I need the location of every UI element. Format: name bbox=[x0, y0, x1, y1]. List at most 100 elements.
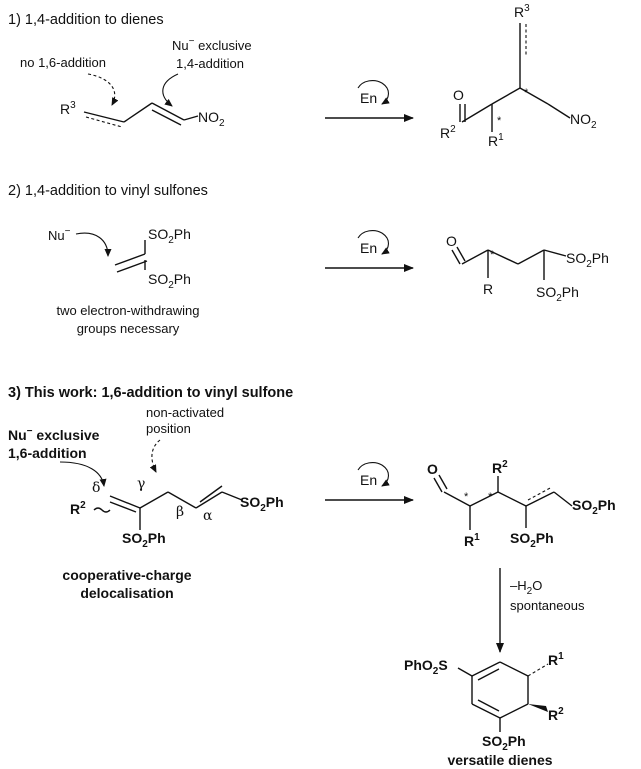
bond bbox=[167, 491, 197, 509]
bond bbox=[109, 501, 137, 513]
stereocenter-star: * bbox=[464, 491, 469, 503]
svg-text:En: En bbox=[360, 90, 377, 106]
bond bbox=[116, 260, 148, 273]
attack-arrow bbox=[75, 232, 112, 257]
bond bbox=[497, 491, 527, 507]
stereocenter-star: * bbox=[524, 87, 529, 99]
carbonyl-oxygen: O bbox=[453, 87, 464, 103]
cooperative-charge-label-line2: delocalisation bbox=[80, 585, 173, 601]
two-ewg-label-line1: two electron-withdrawing bbox=[56, 303, 199, 318]
r1-group: R1 bbox=[464, 532, 480, 549]
svg-text:En: En bbox=[360, 472, 377, 488]
attack-arrow bbox=[59, 461, 107, 487]
hashed-bond bbox=[527, 663, 549, 677]
r2-group: R2 bbox=[548, 706, 564, 723]
sulfonyl-group: SO2Ph bbox=[122, 530, 166, 550]
bond bbox=[461, 249, 489, 265]
bond bbox=[451, 249, 461, 265]
sulfonyl-group: SO2Ph bbox=[482, 733, 526, 753]
bond bbox=[151, 109, 182, 126]
bond bbox=[457, 667, 473, 677]
sulfonyl-group: PhO2S bbox=[404, 657, 448, 677]
cooperative-charge-label-line1: cooperative-charge bbox=[62, 567, 191, 583]
r1-group: R1 bbox=[488, 132, 504, 149]
bond bbox=[139, 491, 169, 509]
versatile-dienes-label: versatile dienes bbox=[447, 752, 552, 768]
non-activated-label-line1: non-activated bbox=[146, 405, 224, 420]
nu-minus-label: Nu− bbox=[48, 226, 71, 243]
sulfonyl-group: SO2Ph bbox=[148, 271, 191, 291]
r2-group: R2 bbox=[440, 124, 456, 141]
bond bbox=[221, 491, 243, 501]
section-2-title: 2) 1,4-addition to vinyl sulfones bbox=[8, 183, 208, 199]
r3-group: R3 bbox=[514, 3, 530, 20]
dashed-bond bbox=[527, 486, 553, 501]
stereocenter-star: * bbox=[490, 249, 495, 261]
section-1-title: 1) 1,4-addition to dienes bbox=[8, 12, 164, 28]
bond bbox=[443, 491, 471, 507]
bond bbox=[183, 115, 199, 121]
minus-water-label: –H2O bbox=[510, 578, 542, 597]
spontaneous-label: spontaneous bbox=[510, 598, 585, 613]
dashed-attack-arrow bbox=[87, 73, 119, 106]
sulfonyl-group: SO2Ph bbox=[566, 250, 609, 270]
gamma-label: γ bbox=[137, 476, 145, 492]
non-activated-label-line2: position bbox=[146, 421, 191, 436]
alpha-label: α bbox=[203, 508, 213, 524]
no2-group: NO2 bbox=[570, 111, 597, 131]
svg-text:En: En bbox=[360, 240, 377, 256]
attack-arrow bbox=[162, 73, 179, 107]
sulfonyl-group: SO2Ph bbox=[240, 494, 284, 514]
two-ewg-label-line2: groups necessary bbox=[77, 321, 180, 336]
nu-minus-label: Nu− exclusive bbox=[172, 36, 252, 53]
14-addition-label: 1,4-addition bbox=[176, 56, 244, 71]
bond bbox=[487, 249, 519, 265]
bond bbox=[491, 87, 521, 105]
r2-group: R2 bbox=[492, 459, 508, 476]
enamine-catalyst-2: En bbox=[357, 230, 390, 256]
nu-minus-label: Nu− exclusive bbox=[8, 426, 100, 443]
wedge-bond bbox=[528, 704, 548, 712]
bond bbox=[109, 495, 141, 509]
cyclohexadiene-ring bbox=[471, 661, 529, 719]
bond bbox=[151, 102, 185, 121]
enamine-catalyst-3: En bbox=[357, 462, 390, 488]
r2-group: R2 bbox=[70, 500, 86, 517]
bond bbox=[123, 102, 153, 123]
bond bbox=[83, 111, 125, 123]
section-3-title: 3) This work: 1,6-addition to vinyl sulf… bbox=[8, 385, 293, 401]
stereocenter-star: * bbox=[497, 115, 502, 127]
bond bbox=[469, 491, 499, 507]
delta-label: δ bbox=[92, 480, 100, 496]
dashed-bond bbox=[85, 116, 123, 128]
r1-group: R1 bbox=[548, 651, 564, 668]
enamine-catalyst-1: En bbox=[357, 80, 390, 106]
sulfonyl-group: SO2Ph bbox=[148, 226, 191, 246]
beta-label: β bbox=[176, 504, 184, 520]
no2-group: NO2 bbox=[198, 109, 225, 129]
bond bbox=[438, 474, 448, 490]
bond bbox=[517, 249, 545, 265]
bond bbox=[525, 491, 555, 507]
bond bbox=[519, 87, 549, 105]
sulfonyl-group: SO2Ph bbox=[510, 530, 554, 550]
wavy-bond bbox=[93, 507, 111, 513]
r-group: R bbox=[483, 281, 493, 297]
no-16-addition-label: no 1,6-addition bbox=[20, 55, 106, 70]
stereocenter-star: * bbox=[488, 491, 493, 503]
16-addition-label: 1,6-addition bbox=[8, 445, 87, 461]
r3-group: R3 bbox=[60, 100, 76, 117]
sulfonyl-group: SO2Ph bbox=[572, 497, 616, 517]
bond bbox=[456, 246, 466, 262]
bond bbox=[195, 491, 223, 509]
carbonyl-oxygen: O bbox=[446, 233, 457, 249]
sulfonyl-group: SO2Ph bbox=[536, 284, 579, 304]
bond bbox=[543, 249, 567, 257]
bond bbox=[114, 253, 146, 266]
carbonyl-oxygen: O bbox=[427, 461, 438, 477]
bond bbox=[547, 103, 571, 119]
bond bbox=[553, 491, 573, 507]
bond bbox=[433, 477, 443, 493]
bond bbox=[461, 103, 493, 123]
